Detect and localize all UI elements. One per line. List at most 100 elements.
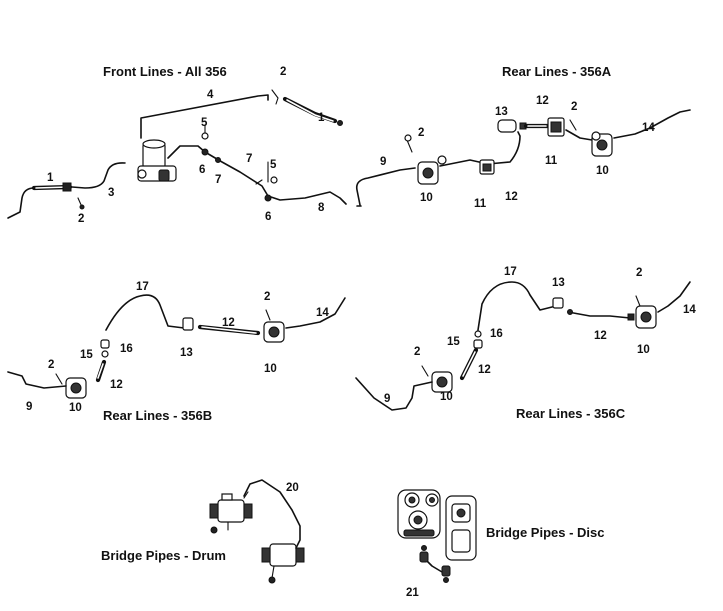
rear-b-callout-16: 16	[120, 343, 133, 355]
rear-c-callout-10-left: 10	[440, 391, 453, 403]
rear-c-callout-12-left: 12	[478, 364, 491, 376]
front-callout-3: 3	[108, 187, 114, 199]
rear-a-bracket-11-left	[479, 159, 495, 175]
rear-a-clip-left	[406, 139, 413, 153]
front-union-left	[62, 182, 72, 192]
rear-a-callout-9: 9	[380, 156, 386, 168]
rear-a-part-13	[497, 119, 527, 133]
drum-callout-20: 20	[286, 482, 299, 494]
master-cylinder	[137, 139, 177, 182]
rear-c-pipe-12-right	[567, 311, 631, 319]
rear-a-bracket-11-right	[547, 117, 577, 137]
rear-a-callout-13: 13	[495, 106, 508, 118]
front-callout-6-right: 6	[265, 211, 271, 223]
rear-b-tee-right	[263, 309, 285, 343]
bridge-disc-group: Bridge Pipes - Disc 21	[397, 489, 604, 599]
rear-c-callout-16: 16	[490, 328, 503, 340]
rear-b-pipe-14	[285, 297, 346, 329]
rear-c-callout-2-left: 2	[414, 346, 420, 358]
rear-b-callout-10-right: 10	[264, 363, 277, 375]
rear-a-callout-12-right: 12	[536, 95, 549, 107]
rear-356b-title: Rear Lines - 356B	[103, 408, 212, 423]
rear-a-callout-11-left: 11	[474, 198, 487, 210]
rear-b-tee-left	[55, 373, 87, 399]
rear-c-tee-left	[421, 365, 453, 393]
rear-356c-title: Rear Lines - 356C	[516, 406, 626, 421]
rear-b-callout-17: 17	[136, 281, 149, 293]
rear-c-part-15	[473, 339, 483, 349]
disc-callout-21: 21	[406, 587, 419, 599]
rear-b-pipe-17	[105, 294, 185, 331]
front-callout-2-top: 2	[280, 66, 286, 78]
drum-wheel-cylinder-top	[209, 493, 253, 534]
disc-caliper-right	[445, 495, 477, 561]
rear-c-callout-9: 9	[384, 393, 390, 405]
rear-b-part-13	[182, 317, 194, 331]
front-callout-7-a: 7	[215, 174, 221, 186]
rear-a-pipe-14	[613, 109, 691, 139]
rear-b-callout-2-right: 2	[264, 291, 270, 303]
rear-c-pipe-17	[477, 281, 557, 331]
front-pipe-3	[71, 162, 126, 189]
rear-a-pipe-9	[355, 167, 416, 206]
rear-a-callout-2-left: 2	[418, 127, 424, 139]
drum-bridge-pipe	[243, 479, 301, 549]
front-callout-6-left: 6	[199, 164, 205, 176]
rear-c-callout-12-right: 12	[594, 330, 607, 342]
front-callout-8: 8	[318, 202, 325, 214]
rear-b-callout-9: 9	[26, 401, 32, 413]
rear-356a-title: Rear Lines - 356A	[502, 64, 612, 79]
rear-b-callout-12-right: 12	[222, 317, 235, 329]
bridge-disc-title: Bridge Pipes - Disc	[486, 525, 604, 540]
rear-b-part-15	[100, 339, 110, 349]
front-clip-right	[271, 89, 279, 105]
rear-b-pipe-9	[7, 371, 67, 389]
front-callout-2-left: 2	[78, 213, 84, 225]
front-pipe-4	[140, 94, 269, 139]
front-pipe-8	[167, 145, 347, 205]
front-line-left	[7, 187, 35, 219]
front-callout-5-right: 5	[270, 159, 277, 171]
rear-c-callout-14: 14	[683, 304, 696, 316]
rear-a-pipe-right	[565, 129, 593, 141]
rear-a-callout-10-right: 10	[596, 165, 609, 177]
rear-a-callout-2-right: 2	[571, 101, 577, 113]
bridge-drum-title: Bridge Pipes - Drum	[101, 548, 226, 563]
disc-bridge-pipe	[425, 559, 443, 573]
rear-a-callout-10-left: 10	[420, 192, 433, 204]
front-lines-group: Front Lines - All 356 2	[7, 64, 347, 225]
rear-c-part-16	[474, 330, 482, 338]
front-lines-title: Front Lines - All 356	[103, 64, 227, 79]
rear-c-pipe-14	[657, 281, 691, 313]
rear-b-callout-14: 14	[316, 307, 329, 319]
rear-356a-group: Rear Lines - 356A	[355, 64, 691, 210]
rear-a-pipe-12-left	[439, 131, 521, 167]
front-callout-4: 4	[207, 89, 214, 101]
rear-c-part-13	[552, 297, 564, 309]
front-callout-7-b: 7	[246, 153, 252, 165]
drum-wheel-cylinder-bottom	[261, 543, 305, 584]
rear-b-callout-15: 15	[80, 349, 93, 361]
rear-a-callout-11-right: 11	[545, 155, 558, 167]
rear-a-tee-left	[417, 155, 447, 185]
rear-a-callout-12-left: 12	[505, 191, 518, 203]
rear-b-callout-10-left: 10	[69, 402, 82, 414]
rear-c-pipe-9	[355, 377, 433, 411]
front-callout-1-right: 1	[318, 112, 325, 124]
rear-b-callout-12-left: 12	[110, 379, 123, 391]
front-callout-1-left: 1	[47, 172, 54, 184]
rear-b-callout-2-left: 2	[48, 359, 54, 371]
rear-c-callout-13: 13	[552, 277, 565, 289]
rear-c-callout-15: 15	[447, 336, 460, 348]
rear-a-tee-right	[591, 131, 613, 157]
bridge-drum-group: Bridge Pipes - Drum 20	[101, 479, 305, 584]
rear-356c-group: Rear Lines - 356C 17 13 2	[355, 266, 696, 421]
rear-356b-group: Rear Lines - 356B 17 13 12 2	[7, 281, 346, 423]
rear-a-callout-14: 14	[642, 122, 655, 134]
rear-c-callout-2-right: 2	[636, 267, 642, 279]
rear-c-callout-17: 17	[504, 266, 517, 278]
rear-b-callout-13: 13	[180, 347, 193, 359]
front-callout-5-top: 5	[201, 117, 208, 129]
